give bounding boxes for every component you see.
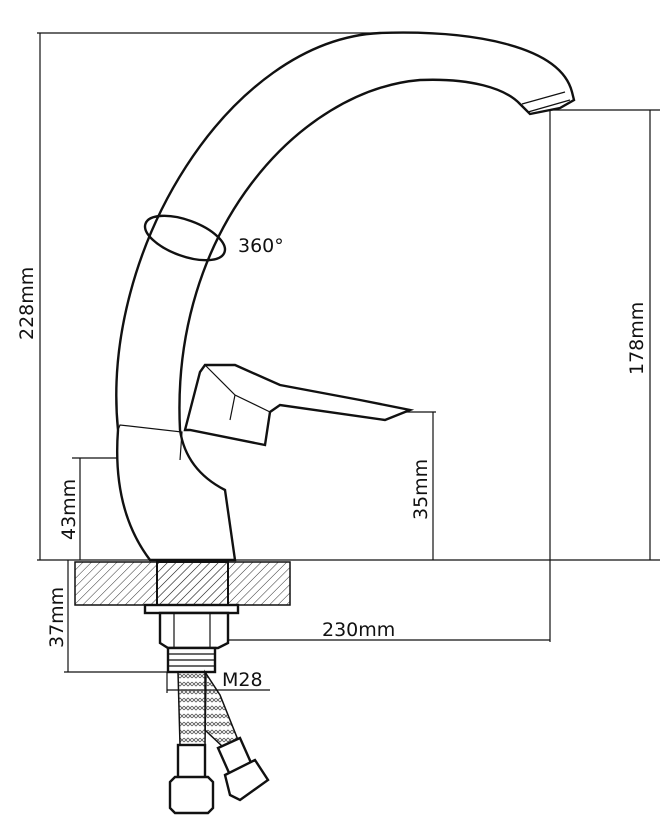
hose-nut-right [223, 758, 270, 802]
label-37mm: 37mm [46, 587, 68, 648]
label-43mm: 43mm [58, 479, 80, 540]
spout [115, 31, 576, 562]
rotation-ellipse-icon [143, 214, 227, 262]
label-178mm: 178mm [626, 302, 648, 375]
lever-handle [183, 363, 415, 447]
hose-left [177, 671, 207, 746]
dimension-lines [37, 32, 660, 693]
hose-ferrule-left [176, 743, 207, 782]
spout-collar [117, 424, 183, 461]
label-230mm: 230mm [322, 619, 395, 641]
mounting-stud [156, 561, 229, 606]
label-228mm: 228mm [16, 267, 38, 340]
aerator [521, 91, 571, 113]
lever-edges [204, 364, 271, 421]
hose-nut-left [168, 775, 215, 815]
label-360: 360° [238, 235, 284, 257]
nut [158, 611, 230, 650]
label-m28: M28 [222, 669, 263, 691]
label-35mm: 35mm [410, 459, 432, 520]
